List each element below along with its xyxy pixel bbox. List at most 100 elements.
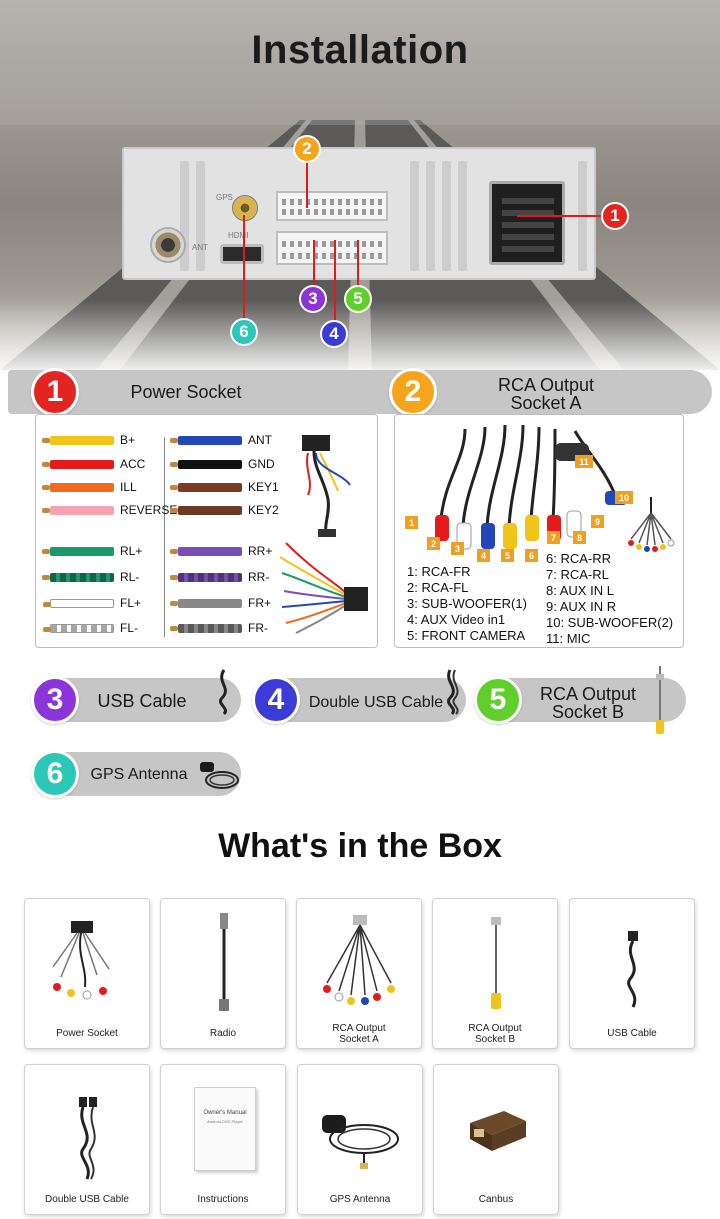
wire-label: FR+ bbox=[248, 596, 272, 610]
rca-loose-wires-image bbox=[628, 497, 675, 552]
callout-badge-2: 2 bbox=[293, 135, 321, 163]
box-item-rca-b: RCA Output Socket B bbox=[432, 898, 558, 1049]
wire-row: KEY2 bbox=[170, 503, 279, 517]
head-unit-rear: ANT GPS HDMI bbox=[122, 147, 596, 280]
box-item-instructions: Owner's Manual Android DVD Player Instru… bbox=[160, 1064, 286, 1215]
rca-legend-item: 11: MIC bbox=[546, 631, 591, 646]
box-item-label: Instructions bbox=[197, 1194, 249, 1205]
whats-in-box-title: What's in the Box bbox=[218, 827, 502, 865]
wire-swatch bbox=[43, 623, 114, 633]
wire-swatch bbox=[170, 623, 242, 633]
wire-row: ACC bbox=[42, 457, 146, 471]
wire-label: ACC bbox=[120, 457, 146, 471]
manual-cover-title: Owner's Manual bbox=[203, 1110, 247, 1116]
section-title-rca-b-line1: RCA Output bbox=[539, 684, 637, 704]
wire-label: RL+ bbox=[120, 544, 143, 558]
wire-label: ANT bbox=[248, 433, 272, 447]
usb-cable-image bbox=[219, 669, 227, 716]
unit-rib bbox=[442, 161, 451, 271]
unit-rib bbox=[426, 161, 435, 271]
wire-swatch bbox=[42, 459, 114, 469]
banner-usb-cable bbox=[55, 678, 241, 722]
rca-legend-item: 3: SUB-WOOFER(1) bbox=[407, 596, 527, 611]
rca-legend-item: 9: AUX IN R bbox=[546, 599, 617, 614]
wire-label: RL- bbox=[120, 570, 140, 584]
wire-swatch bbox=[42, 546, 114, 556]
rca-legend-item: 10: SUB-WOOFER(2) bbox=[546, 615, 674, 630]
wire-row: GND bbox=[170, 457, 275, 471]
radio-cable-product-image bbox=[219, 913, 229, 1011]
wire-row: FL+ bbox=[43, 596, 141, 610]
box-item-radio: Radio bbox=[160, 898, 286, 1049]
rca-tag-9: 9 bbox=[591, 515, 604, 528]
gps-antenna-product-image bbox=[322, 1115, 399, 1169]
box-item-label: Socket B bbox=[474, 1034, 516, 1045]
wire-label: FR- bbox=[248, 621, 268, 635]
rca-legend-item: 7: RCA-RL bbox=[546, 567, 609, 582]
section-title-power-socket: Power Socket bbox=[130, 382, 242, 402]
rca-tag-5: 5 bbox=[501, 549, 514, 562]
wire-row: RL- bbox=[42, 570, 140, 584]
rca-tag-3: 3 bbox=[451, 542, 464, 555]
box-item-label: USB Cable bbox=[607, 1028, 657, 1039]
section-title-rca-b-line2: Socket B bbox=[551, 702, 625, 722]
power-harness-image bbox=[302, 435, 351, 537]
box-item-label: RCA Output bbox=[468, 1023, 522, 1034]
callout-badge-4: 4 bbox=[320, 320, 348, 348]
wire-swatch bbox=[42, 505, 114, 515]
ant-label: ANT bbox=[192, 243, 208, 252]
box-item-label: Radio bbox=[209, 1028, 237, 1039]
wire-row: RR- bbox=[170, 570, 270, 584]
double-usb-cable-image bbox=[447, 669, 459, 716]
box-item-label: Socket A bbox=[339, 1034, 379, 1045]
box-item-usb-cable: USB Cable bbox=[569, 898, 695, 1049]
unit-rib bbox=[410, 161, 419, 271]
hdmi-port bbox=[220, 244, 264, 264]
hdmi-label: HDMI bbox=[228, 231, 249, 240]
rca-legend-right: 6: RCA-RR 7: RCA-RL 8: AUX IN L 9: AUX I… bbox=[546, 551, 673, 647]
rca-b-product-image bbox=[491, 917, 501, 1009]
box-item-gps-antenna: GPS Antenna bbox=[297, 1064, 423, 1215]
rca-socket-a-panel: 1 2 3 4 5 6 7 8 9 10 11 1: RCA-FR 2: RCA… bbox=[394, 414, 684, 648]
wire-row: RL+ bbox=[42, 544, 143, 558]
wire-row: FR+ bbox=[170, 596, 272, 610]
rca-legend-item: 8: AUX IN L bbox=[546, 583, 614, 598]
box-item-rca-a: RCA Output Socket A bbox=[296, 898, 422, 1049]
rca-legend-left: 1: RCA-FR 2: RCA-FL 3: SUB-WOOFER(1) 4: … bbox=[407, 564, 527, 644]
section-title-gps-antenna: GPS Antenna bbox=[90, 766, 188, 783]
wire-swatch bbox=[170, 459, 242, 469]
wire-row: RR+ bbox=[170, 544, 272, 558]
manual-cover-subtitle: Android DVD Player bbox=[207, 1119, 243, 1124]
rca-tag-11: 11 bbox=[575, 455, 593, 468]
section-number-5: 5 bbox=[474, 676, 522, 724]
wire-swatch bbox=[170, 435, 242, 445]
section-title-rca-a-line2: Socket A bbox=[510, 393, 582, 413]
box-item-label: Power Socket bbox=[56, 1028, 118, 1039]
section-title-double-usb: Double USB Cable bbox=[308, 694, 444, 711]
rca-a-product-image bbox=[323, 915, 395, 1005]
rca-tag-2: 2 bbox=[427, 537, 440, 550]
rca-tag-10: 10 bbox=[615, 491, 633, 504]
connector-lower bbox=[276, 231, 388, 265]
wire-row: FR- bbox=[170, 621, 268, 635]
wire-label: RR- bbox=[248, 570, 270, 584]
section-number-1: 1 bbox=[31, 368, 79, 416]
callout-line-6 bbox=[243, 215, 245, 318]
panel-divider bbox=[164, 437, 165, 637]
section-title-usb-cable: USB Cable bbox=[97, 691, 187, 711]
wire-label: GND bbox=[248, 457, 275, 471]
wire-row: ANT bbox=[170, 433, 272, 447]
wire-row: KEY1 bbox=[170, 480, 279, 494]
section-title-rca-a-line1: RCA Output bbox=[497, 375, 595, 395]
unit-rib bbox=[180, 161, 189, 271]
banner-rca-b bbox=[498, 678, 686, 722]
callout-line-2 bbox=[306, 162, 308, 208]
rca-legend-item: 1: RCA-FR bbox=[407, 564, 471, 579]
wire-row: ILL bbox=[42, 480, 137, 494]
power-iso-port bbox=[489, 181, 565, 265]
rca-legend-item: 4: AUX Video in1 bbox=[407, 612, 506, 627]
section-number-4: 4 bbox=[252, 676, 300, 724]
callout-badge-6: 6 bbox=[230, 318, 258, 346]
box-item-power-socket: Power Socket bbox=[24, 898, 150, 1049]
callout-line-4 bbox=[334, 240, 336, 321]
